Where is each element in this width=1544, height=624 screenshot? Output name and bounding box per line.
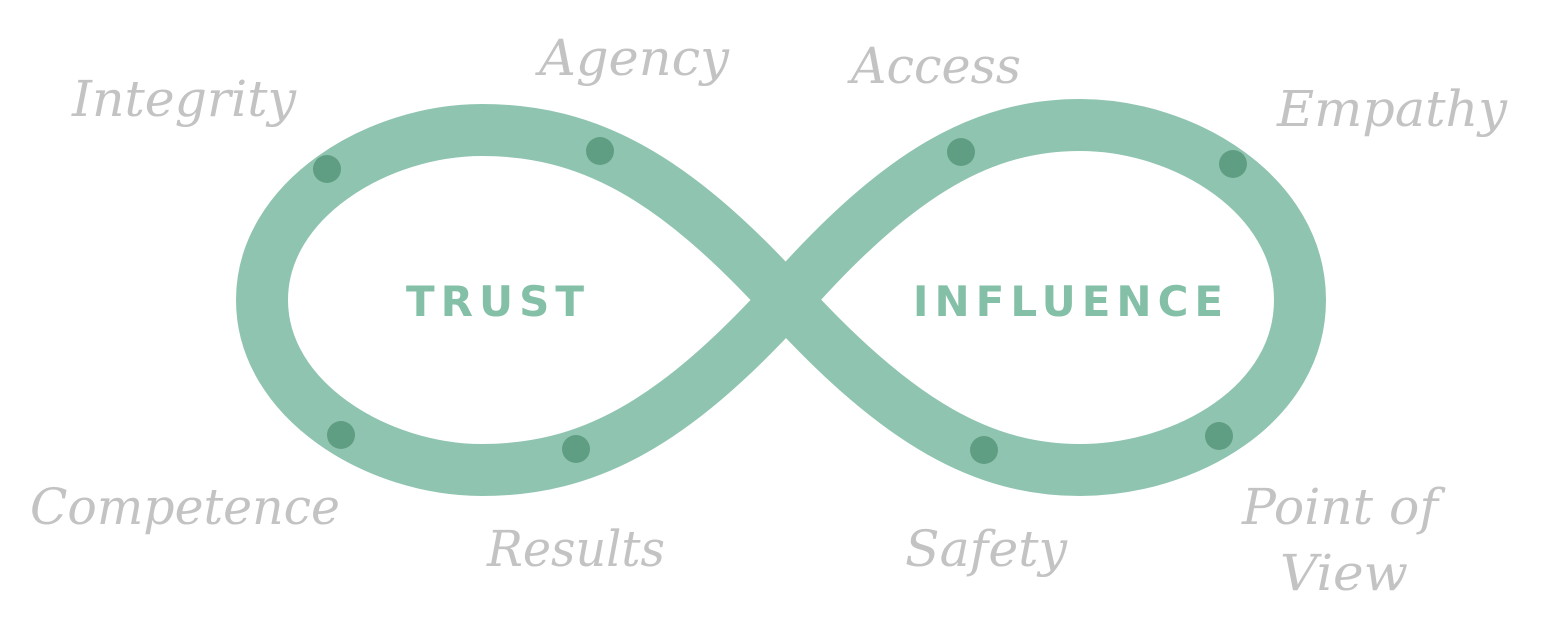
point-of-view-label-line2: View (1280, 544, 1408, 602)
empathy-label: Empathy (1276, 80, 1508, 138)
empathy-node-dot (1219, 150, 1247, 178)
point-of-view-label-line1: Point of (1241, 478, 1446, 536)
integrity-node-dot (313, 155, 341, 183)
competence-node-dot (327, 421, 355, 449)
infinity-loop (236, 99, 1326, 496)
results-node-dot (562, 435, 590, 463)
safety-label: Safety (905, 520, 1068, 578)
results-label: Results (486, 520, 665, 578)
trust-label: TRUST (406, 277, 590, 326)
access-label: Access (847, 37, 1021, 95)
integrity-label: Integrity (71, 70, 297, 128)
agency-node-dot (586, 137, 614, 165)
point-of-view-node-dot (1205, 422, 1233, 450)
influence-label: INFLUENCE (913, 277, 1229, 326)
safety-node-dot (970, 436, 998, 464)
competence-label: Competence (30, 478, 340, 536)
access-node-dot (947, 138, 975, 166)
agency-label: Agency (535, 29, 730, 87)
